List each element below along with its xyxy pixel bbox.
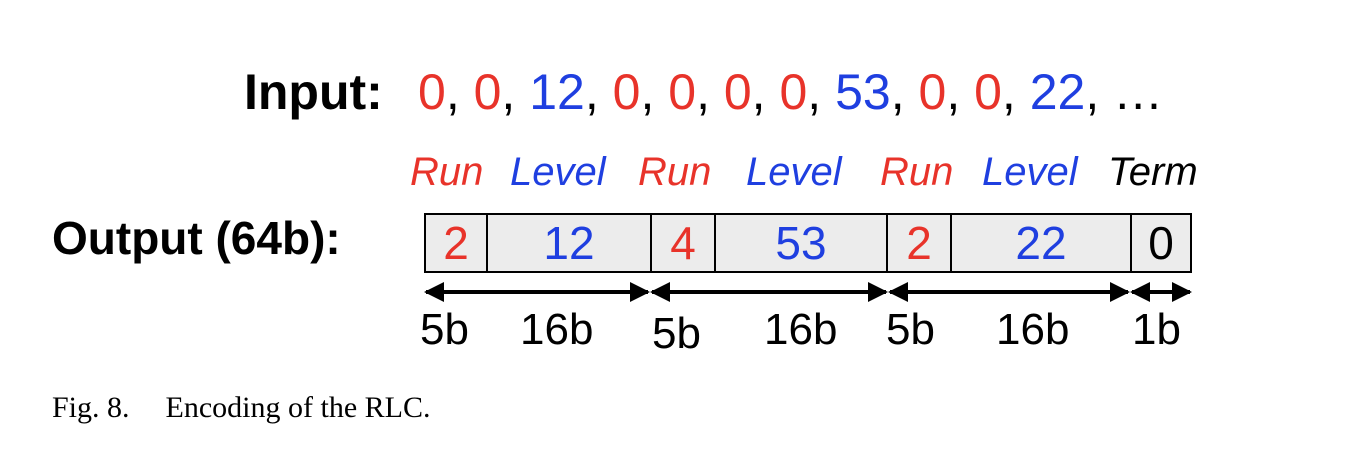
bit-width-label: 1b <box>1132 305 1181 354</box>
run-field-cell: 4 <box>650 213 716 273</box>
input-value: 0 <box>418 64 446 120</box>
input-value: 0 <box>779 64 808 120</box>
field-label-term: Term <box>1108 150 1198 194</box>
input-value: 0 <box>974 64 1002 120</box>
input-value: 53 <box>835 64 891 120</box>
bit-width-label: 5b <box>886 305 935 354</box>
bit-width-label: 5b <box>652 309 701 358</box>
run-field-cell: 2 <box>886 213 952 273</box>
output-label: Output (64b): <box>52 212 341 264</box>
field-label-run: Run <box>880 150 954 194</box>
bit-width-label: 16b <box>520 305 594 354</box>
input-value: 0 <box>723 64 752 120</box>
input-value: 12 <box>529 64 585 120</box>
figure-number: Fig. 8. <box>52 391 130 424</box>
field-label-run: Run <box>638 150 712 194</box>
level-field-cell: 53 <box>714 213 888 273</box>
caption-text: Encoding of the RLC. <box>165 391 431 424</box>
level-field-cell: 12 <box>486 213 652 273</box>
term-field-cell: 0 <box>1130 213 1192 273</box>
field-label-level: Level <box>982 150 1078 194</box>
bit-width-label: 16b <box>764 305 838 354</box>
bit-width-label: 5b <box>420 305 469 354</box>
input-value: 22 <box>1029 64 1086 120</box>
input-value: 0 <box>612 64 641 120</box>
field-label-level: Level <box>510 150 606 194</box>
run-field-cell: 2 <box>424 213 488 273</box>
level-field-cell: 22 <box>950 213 1132 273</box>
input-value: 0 <box>918 64 947 120</box>
field-label-level: Level <box>746 150 842 194</box>
input-value: 0 <box>668 64 697 120</box>
bit-width-label: 16b <box>996 305 1070 354</box>
input-sequence: 0, 0, 12, 0, 0, 0, 0, 53, 0, 0, 22, … <box>418 64 1164 120</box>
input-label: Input: <box>244 64 383 120</box>
input-value: 0 <box>473 64 502 120</box>
field-label-run: Run <box>410 150 484 194</box>
figure-caption: Fig. 8. Encoding of the RLC. <box>52 390 467 426</box>
input-ellipsis: … <box>1113 64 1164 120</box>
